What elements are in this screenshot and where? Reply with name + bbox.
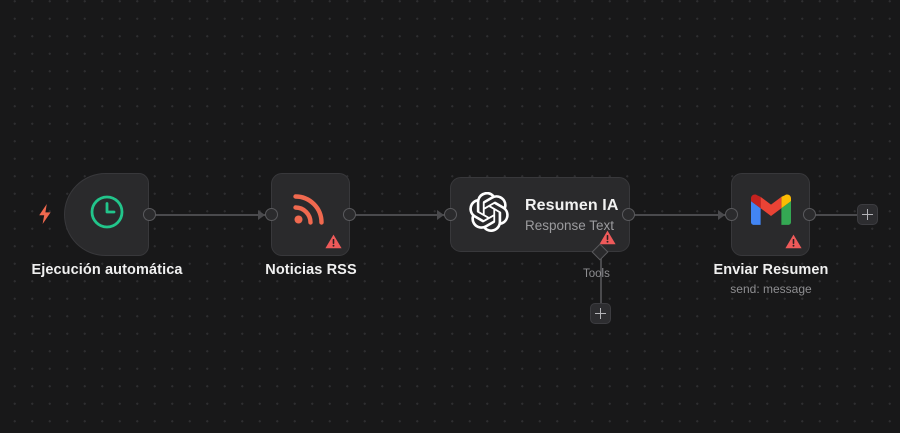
warning-triangle-icon[interactable] [599, 230, 616, 245]
edge-openai-to-gmail [628, 214, 725, 216]
node-label-schedule-trigger: Ejecución automática [7, 262, 207, 278]
node-openai-summary[interactable]: Resumen IA Response Text [450, 177, 630, 252]
node-title: Noticias RSS [265, 262, 357, 278]
node-gmail-send[interactable] [731, 173, 810, 256]
gmail-icon [750, 194, 791, 230]
clock-icon [88, 193, 126, 236]
warning-triangle-icon[interactable] [325, 234, 342, 249]
openai-icon [469, 191, 509, 237]
node-schedule-trigger[interactable] [64, 173, 149, 256]
add-node-button[interactable] [857, 204, 878, 225]
node-content: Resumen IA Response Text [451, 178, 629, 251]
node-subtitle: Response Text [525, 217, 615, 233]
node-title: Ejecución automática [31, 262, 183, 278]
port-output-gmail[interactable] [803, 208, 816, 221]
node-icon-wrapper [272, 174, 349, 255]
edge-arrow-gmail [718, 210, 725, 220]
edge-gmail-to-add [810, 214, 858, 216]
node-label-gmail-send: Enviar Resumen send: message [681, 262, 861, 296]
edge-rss-to-openai [348, 214, 444, 216]
node-title: Resumen IA [525, 196, 619, 214]
node-subtitle: send: message [730, 282, 812, 296]
add-tool-button[interactable] [590, 303, 611, 324]
rss-icon [289, 189, 329, 234]
node-label-rss-read: Noticias RSS [221, 262, 401, 278]
port-input-openai[interactable] [444, 208, 457, 221]
node-text-block: Resumen IA Response Text [525, 197, 618, 233]
port-output-rss[interactable] [343, 208, 356, 221]
tools-label: Tools [583, 268, 610, 280]
edge-arrow-rss [258, 210, 265, 220]
port-output-trigger[interactable] [143, 208, 156, 221]
port-input-gmail[interactable] [725, 208, 738, 221]
node-icon-wrapper [65, 174, 148, 255]
edge-openai-tools [600, 258, 602, 305]
warning-triangle-icon[interactable] [785, 234, 802, 249]
port-output-openai[interactable] [622, 208, 635, 221]
node-icon-wrapper [732, 174, 809, 255]
port-input-rss[interactable] [265, 208, 278, 221]
edge-arrow-openai [437, 210, 444, 220]
node-rss-read[interactable] [271, 173, 350, 256]
node-title: Enviar Resumen [713, 262, 829, 278]
edge-trigger-to-rss [150, 214, 265, 216]
lightning-bolt-icon [36, 203, 54, 230]
